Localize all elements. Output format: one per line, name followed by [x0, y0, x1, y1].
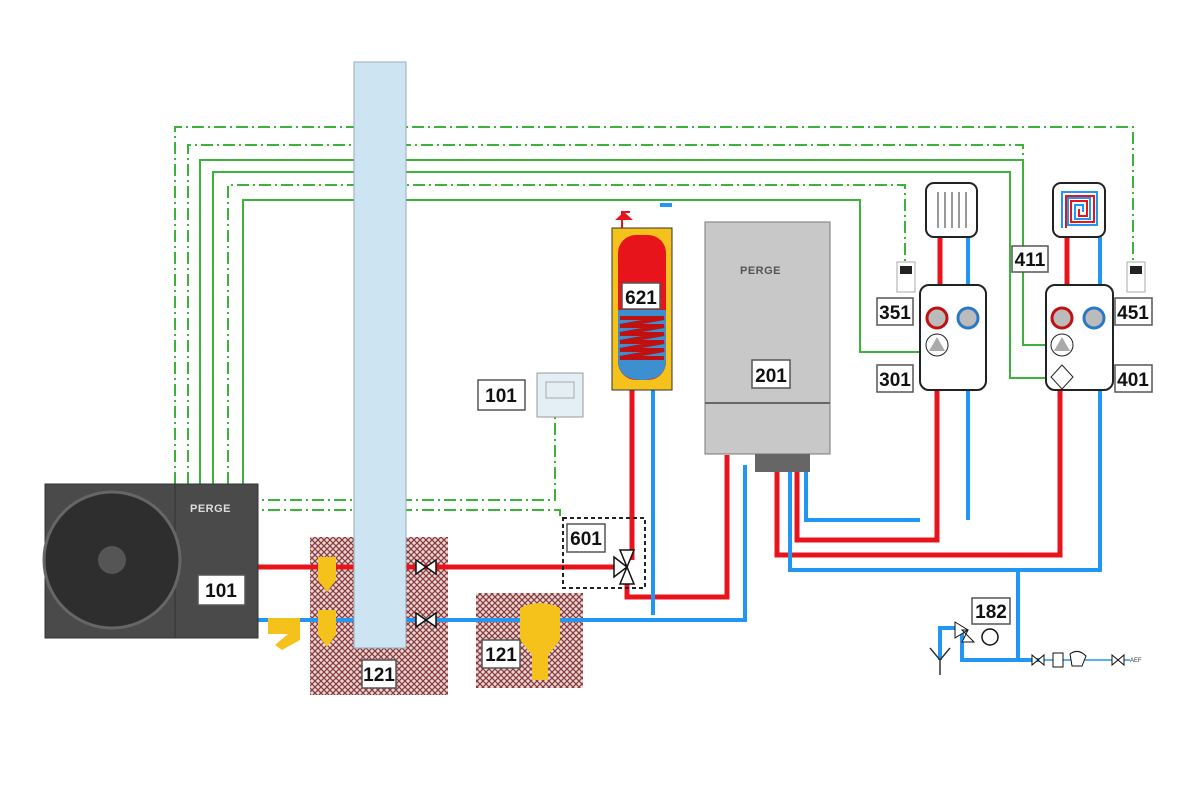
valve-icon [415, 611, 437, 629]
mixing-valve-icon [1050, 364, 1074, 390]
valve-icon [415, 558, 437, 576]
thermometer-icon [1050, 306, 1074, 330]
pressure-gauge-icon [981, 628, 999, 646]
label-circuit-direct: 301 [879, 370, 911, 391]
heat-pump-outdoor-unit: PERGE 101 [42, 483, 259, 639]
label-diverter-valve: 601 [570, 529, 602, 550]
shower-icon [615, 212, 633, 220]
dhw-tank: 621 [611, 203, 673, 391]
label-thermostat-direct: 351 [879, 303, 911, 324]
three-way-valve-icon [613, 549, 636, 585]
thermometer-icon [1082, 306, 1106, 330]
circuit-module-direct [919, 284, 987, 391]
label-safety-group: 182 [975, 602, 1007, 623]
label-limit-thermostat: 411 [1015, 250, 1046, 271]
coil-icon [619, 316, 665, 360]
fittings [318, 557, 560, 680]
signal-wiring [174, 126, 1134, 520]
label-circuit-mixed: 401 [1117, 370, 1149, 391]
room-controller [536, 372, 584, 418]
dirt-separator-icon [520, 603, 560, 680]
thermometer-icon [956, 306, 980, 330]
indoor-unit-logo: PERGE [740, 265, 781, 277]
label-thermostat-mixed: 451 [1117, 303, 1149, 324]
chimney-column [353, 61, 407, 649]
heat-pump-logo: PERGE [190, 503, 231, 515]
label-heat-pump: 101 [205, 581, 237, 602]
safety-fill-group: 182 AEF [929, 597, 1142, 675]
circuit-module-mixed [1045, 284, 1114, 391]
filter-icon [268, 618, 300, 650]
indoor-unit: PERGE 201 [704, 221, 831, 472]
label-indoor-unit: 201 [755, 366, 787, 387]
diverter-valve-group [562, 517, 646, 589]
label-controller: 101 [485, 386, 517, 407]
label-dhw-tank: 621 [625, 288, 657, 309]
label-separator-right: 121 [485, 645, 517, 666]
thermometer-icon [925, 306, 949, 330]
fill-connection-label: AEF [1130, 658, 1142, 664]
label-separator-left: 121 [363, 665, 395, 686]
drain-funnel-icon [929, 647, 951, 675]
